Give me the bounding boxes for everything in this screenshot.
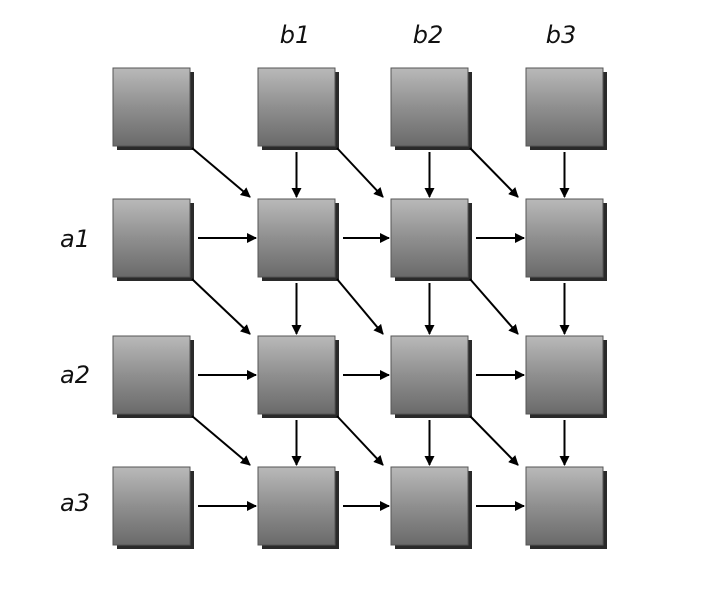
cell-box-r3-c2 (390, 466, 469, 546)
cell-box-r2-c3 (525, 335, 604, 415)
arrow-diagonal-r1-c3 (469, 147, 519, 198)
cell-box-r0-c1 (257, 67, 336, 147)
column-label-b2: b2 (413, 21, 444, 49)
arrow-diagonal-r1-c2 (336, 147, 384, 198)
arrow-diagonal-r3-c2 (336, 415, 384, 466)
cell-box-r3-c3 (525, 466, 604, 546)
cell-box-r3-c1 (257, 466, 336, 546)
row-label-a3: a3 (60, 489, 90, 517)
cell-box-r1-c0 (112, 198, 191, 278)
arrow-diagonal-r2-c2 (336, 278, 384, 335)
arrow-diagonal-r2-c3 (469, 278, 519, 335)
cell-box-r0-c0 (112, 67, 191, 147)
boxes (112, 67, 604, 546)
column-label-b1: b1 (280, 21, 311, 49)
cell-box-r0-c3 (525, 67, 604, 147)
cell-box-r1-c3 (525, 198, 604, 278)
cell-box-r3-c0 (112, 466, 191, 546)
arrow-diagonal-r3-c3 (469, 415, 519, 466)
column-label-b3: b3 (546, 21, 577, 49)
cell-box-r1-c1 (257, 198, 336, 278)
arrow-diagonal-r3-c1 (191, 415, 251, 466)
row-label-a1: a1 (60, 225, 90, 253)
row-label-a2: a2 (60, 361, 90, 389)
cell-box-r1-c2 (390, 198, 469, 278)
arrow-diagonal-r2-c1 (191, 278, 251, 335)
arrow-diagonal-r1-c1 (191, 147, 251, 198)
cell-box-r0-c2 (390, 67, 469, 147)
cell-box-r2-c2 (390, 335, 469, 415)
cell-box-r2-c1 (257, 335, 336, 415)
cell-box-r2-c0 (112, 335, 191, 415)
arrows (191, 147, 570, 511)
